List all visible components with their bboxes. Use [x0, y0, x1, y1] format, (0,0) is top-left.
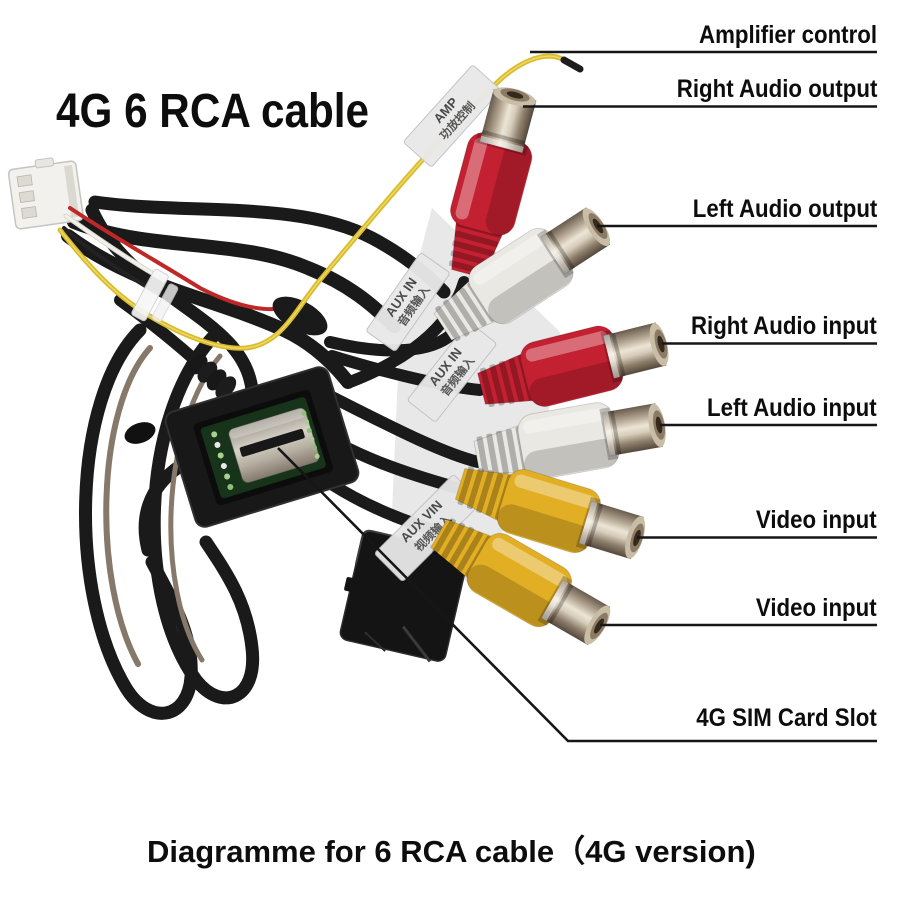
leader-lines — [277, 50, 877, 743]
cable-tag-amp: AMP 功放控制 — [403, 65, 501, 167]
sim-card-slot-module — [164, 366, 360, 528]
callout-video-input-2: Video input — [756, 594, 877, 622]
power-harness-connector — [7, 157, 84, 230]
callout-left-audio-output: Left Audio output — [692, 195, 877, 223]
loop-shadow — [103, 345, 223, 667]
tape-wrap — [272, 296, 328, 336]
wire-tip — [560, 56, 584, 73]
cable-tag-aux-in-1: AUX IN 音频输入 — [366, 253, 450, 351]
callout-video-input-1: Video input — [756, 506, 877, 534]
callout-sim-card-slot: 4G SIM Card Slot — [696, 704, 877, 732]
leader-line-sim-card-slot — [277, 447, 877, 743]
callout-right-audio-output: Right Audio output — [676, 75, 877, 103]
callout-amplifier-control: Amplifier control — [698, 21, 877, 49]
caption: Diagramme for 6 RCA cable（4G version) — [147, 834, 756, 869]
page-title: 4G 6 RCA cable — [56, 85, 370, 138]
callout-left-audio-input: Left Audio input — [707, 394, 877, 422]
callout-right-audio-input: Right Audio input — [691, 312, 877, 340]
cable-band — [124, 422, 156, 444]
cable-tie — [131, 268, 179, 323]
